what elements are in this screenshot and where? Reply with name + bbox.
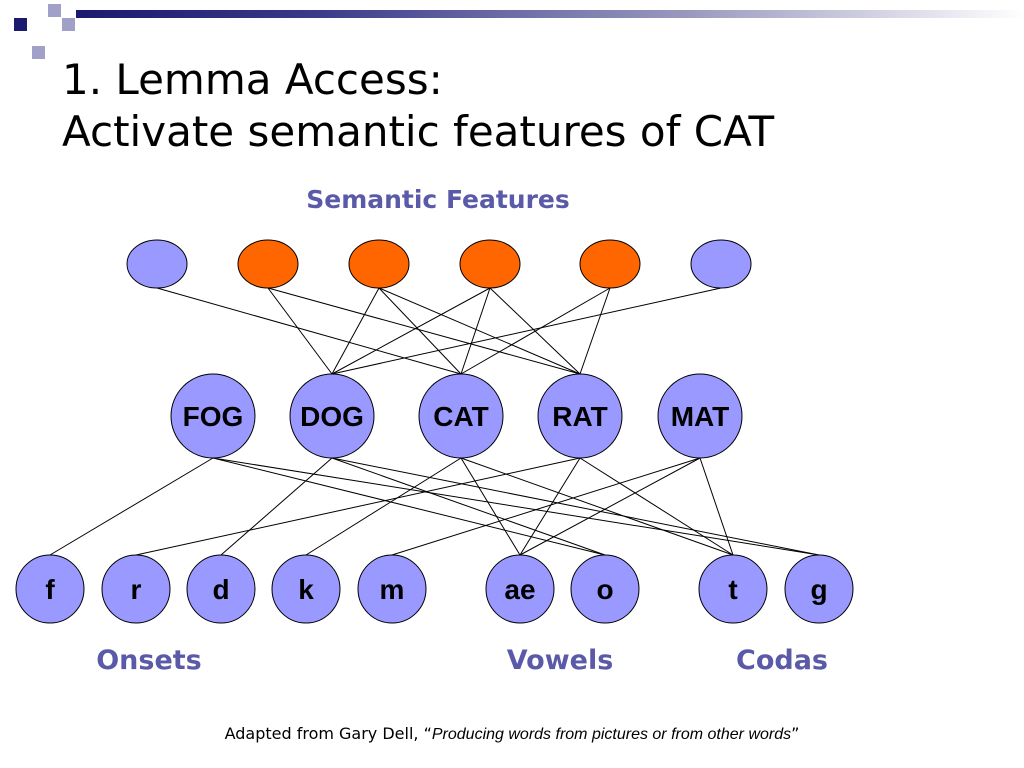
word-phoneme-link: [460, 457, 521, 556]
phoneme-node-label: o: [596, 574, 613, 605]
word-phoneme-link: [579, 457, 734, 556]
corner-square-2: [48, 4, 61, 17]
phoneme-node-k: [271, 554, 341, 624]
phoneme-node-d: [186, 554, 256, 624]
word-node-label: CAT: [433, 401, 488, 432]
word-node-cat: [418, 373, 504, 459]
word-phoneme-link: [391, 457, 701, 556]
feature-word-link: [331, 287, 491, 375]
corner-square-4: [32, 46, 45, 59]
word-node-fog: [170, 373, 256, 459]
slide-title-line-1: 1. Lemma Access:: [62, 55, 443, 104]
semantic-feature-nodes: [126, 239, 752, 289]
feature-word-link: [579, 287, 611, 375]
word-phoneme-link: [460, 457, 734, 556]
phoneme-nodes: f r d k m ae o t g: [15, 554, 854, 624]
word-node-label: RAT: [552, 401, 607, 432]
phoneme-node-label: k: [298, 574, 314, 605]
connection-lines: [49, 287, 820, 556]
slide-title-line-2: Activate semantic features of CAT: [62, 107, 775, 156]
word-node-mat: [657, 373, 743, 459]
word-node-label: MAT: [671, 401, 730, 432]
phoneme-node-label: t: [728, 574, 737, 605]
phoneme-node-o: [570, 554, 640, 624]
corner-square-1: [14, 18, 27, 31]
credit-prefix: Adapted from Gary Dell, “: [224, 724, 432, 743]
word-phoneme-link: [305, 457, 462, 556]
codas-label: Codas: [736, 645, 828, 676]
semantic-features-label: Semantic Features: [306, 185, 570, 214]
semantic-feature-node: [690, 239, 752, 289]
phoneme-node-ae: [485, 554, 555, 624]
semantic-feature-node: [126, 239, 188, 289]
word-node-dog: [289, 373, 375, 459]
feature-word-link: [460, 287, 611, 375]
phoneme-node-g: [784, 554, 854, 624]
word-phoneme-link: [331, 457, 606, 556]
phoneme-node-f: [15, 554, 85, 624]
feature-word-link: [331, 287, 722, 375]
title-bar-decoration: [76, 10, 1024, 18]
vowels-label: Vowels: [507, 645, 614, 676]
word-phoneme-link: [331, 457, 820, 556]
word-phoneme-link: [519, 457, 701, 556]
word-phoneme-link: [220, 457, 333, 556]
feature-word-link: [460, 287, 491, 375]
phoneme-node-t: [698, 554, 768, 624]
onsets-label: Onsets: [96, 645, 202, 676]
semantic-feature-node-active: [237, 239, 299, 289]
phoneme-node-label: g: [810, 574, 827, 605]
feature-word-link: [331, 287, 380, 375]
word-phoneme-link: [49, 457, 214, 556]
word-phoneme-link: [212, 457, 606, 556]
phoneme-node-label: ae: [504, 574, 535, 605]
word-phoneme-link: [519, 457, 581, 556]
corner-square-3: [62, 18, 75, 31]
feature-word-link: [156, 287, 462, 375]
phoneme-node-r: [101, 554, 171, 624]
phoneme-node-label: r: [131, 574, 142, 605]
word-phoneme-link: [135, 457, 581, 556]
credit-suffix: ”: [791, 724, 800, 743]
source-credit: Adapted from Gary Dell, “Producing words…: [0, 724, 1024, 744]
credit-title: Producing words from pictures or from ot…: [431, 726, 792, 743]
semantic-feature-node-active: [459, 239, 521, 289]
word-phoneme-link: [699, 457, 734, 556]
word-nodes: FOG DOG CAT RAT MAT: [170, 373, 743, 459]
feature-word-link: [267, 287, 581, 375]
phoneme-node-label: f: [45, 574, 55, 605]
feature-word-link: [378, 287, 462, 375]
slide-title: 1. Lemma Access: Activate semantic featu…: [62, 54, 774, 158]
feature-word-link: [378, 287, 581, 375]
phoneme-node-m: [357, 554, 427, 624]
phoneme-node-label: m: [380, 574, 405, 605]
word-node-label: DOG: [300, 401, 364, 432]
semantic-feature-node-active: [579, 239, 641, 289]
feature-word-link: [267, 287, 333, 375]
word-node-rat: [537, 373, 623, 459]
phoneme-node-label: d: [212, 574, 229, 605]
semantic-feature-node-active: [348, 239, 410, 289]
word-node-label: FOG: [183, 401, 244, 432]
